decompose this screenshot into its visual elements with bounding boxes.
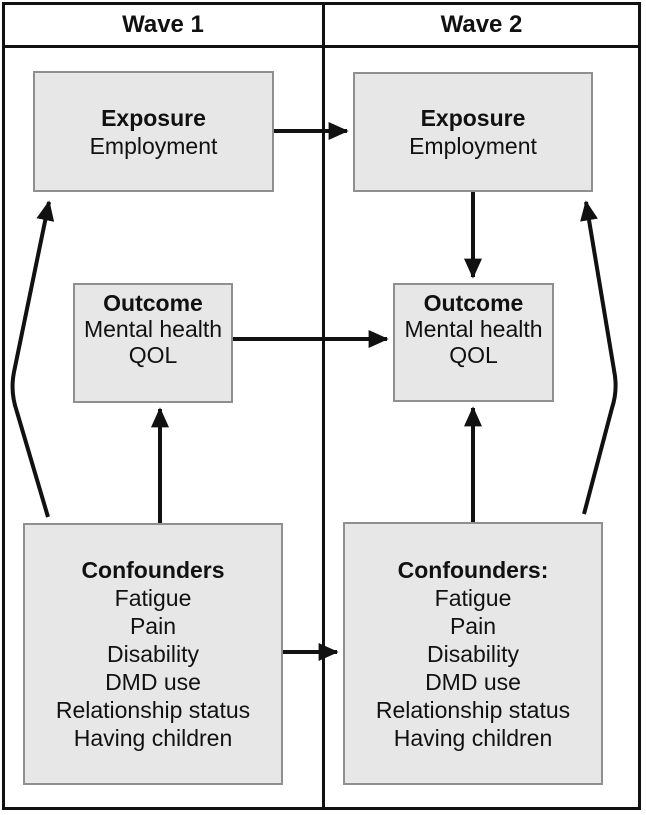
confounders-wave1-item: Relationship status	[55, 697, 251, 723]
confounders-wave1-item: Fatigue	[114, 585, 192, 611]
header-wave1: Wave 1	[3, 3, 323, 46]
confounders-wave2-item: Pain	[449, 612, 497, 639]
node-confounders-wave2: Confounders: Fatigue Pain Disability DMD…	[343, 522, 603, 785]
confounders-wave2-item: Fatigue	[434, 584, 512, 611]
outcome-wave1-title: Outcome	[103, 290, 203, 316]
outcome-wave1-line1: Mental health	[83, 316, 223, 342]
exposure-wave2-title: Exposure	[420, 105, 526, 131]
confounders-wave1-title: Confounders	[81, 557, 225, 583]
node-confounders-wave1: Confounders Fatigue Pain Disability DMD …	[23, 523, 283, 785]
confounders-wave2-item: Having children	[393, 724, 553, 751]
confounders-wave2-title: Confounders:	[397, 556, 549, 583]
confounders-wave1-item: Having children	[73, 725, 233, 751]
confounders-wave2-item: DMD use	[425, 668, 521, 695]
confounders-wave1-item: Disability	[106, 641, 200, 667]
confounders-wave1-item: DMD use	[105, 669, 201, 695]
confounders-wave2-item: Relationship status	[375, 696, 571, 723]
node-exposure-wave2: Exposure Employment	[353, 72, 593, 192]
outcome-wave2-title: Outcome	[423, 290, 524, 316]
exposure-wave1-title: Exposure	[101, 104, 206, 131]
exposure-wave2-subtitle: Employment	[409, 133, 537, 159]
outcome-wave1-line2: QOL	[128, 342, 178, 368]
outcome-wave2-line2: QOL	[449, 342, 498, 368]
exposure-wave1-subtitle: Employment	[89, 132, 218, 159]
header-wave2-label: Wave 2	[440, 10, 523, 38]
header-wave2: Wave 2	[323, 3, 640, 46]
header-wave1-label: Wave 1	[122, 10, 204, 38]
confounders-wave1-item: Pain	[129, 613, 177, 639]
node-outcome-wave2: Outcome Mental health QOL	[393, 283, 554, 402]
arrow-confounders-w2-to-exposure-w2	[580, 200, 618, 515]
node-exposure-wave1: Exposure Employment	[33, 71, 274, 192]
outcome-wave2-line1: Mental health	[404, 316, 543, 342]
node-outcome-wave1: Outcome Mental health QOL	[73, 283, 233, 403]
confounders-wave2-item: Disability	[426, 640, 520, 667]
arrow-confounders-w1-to-exposure-w1	[10, 200, 55, 518]
